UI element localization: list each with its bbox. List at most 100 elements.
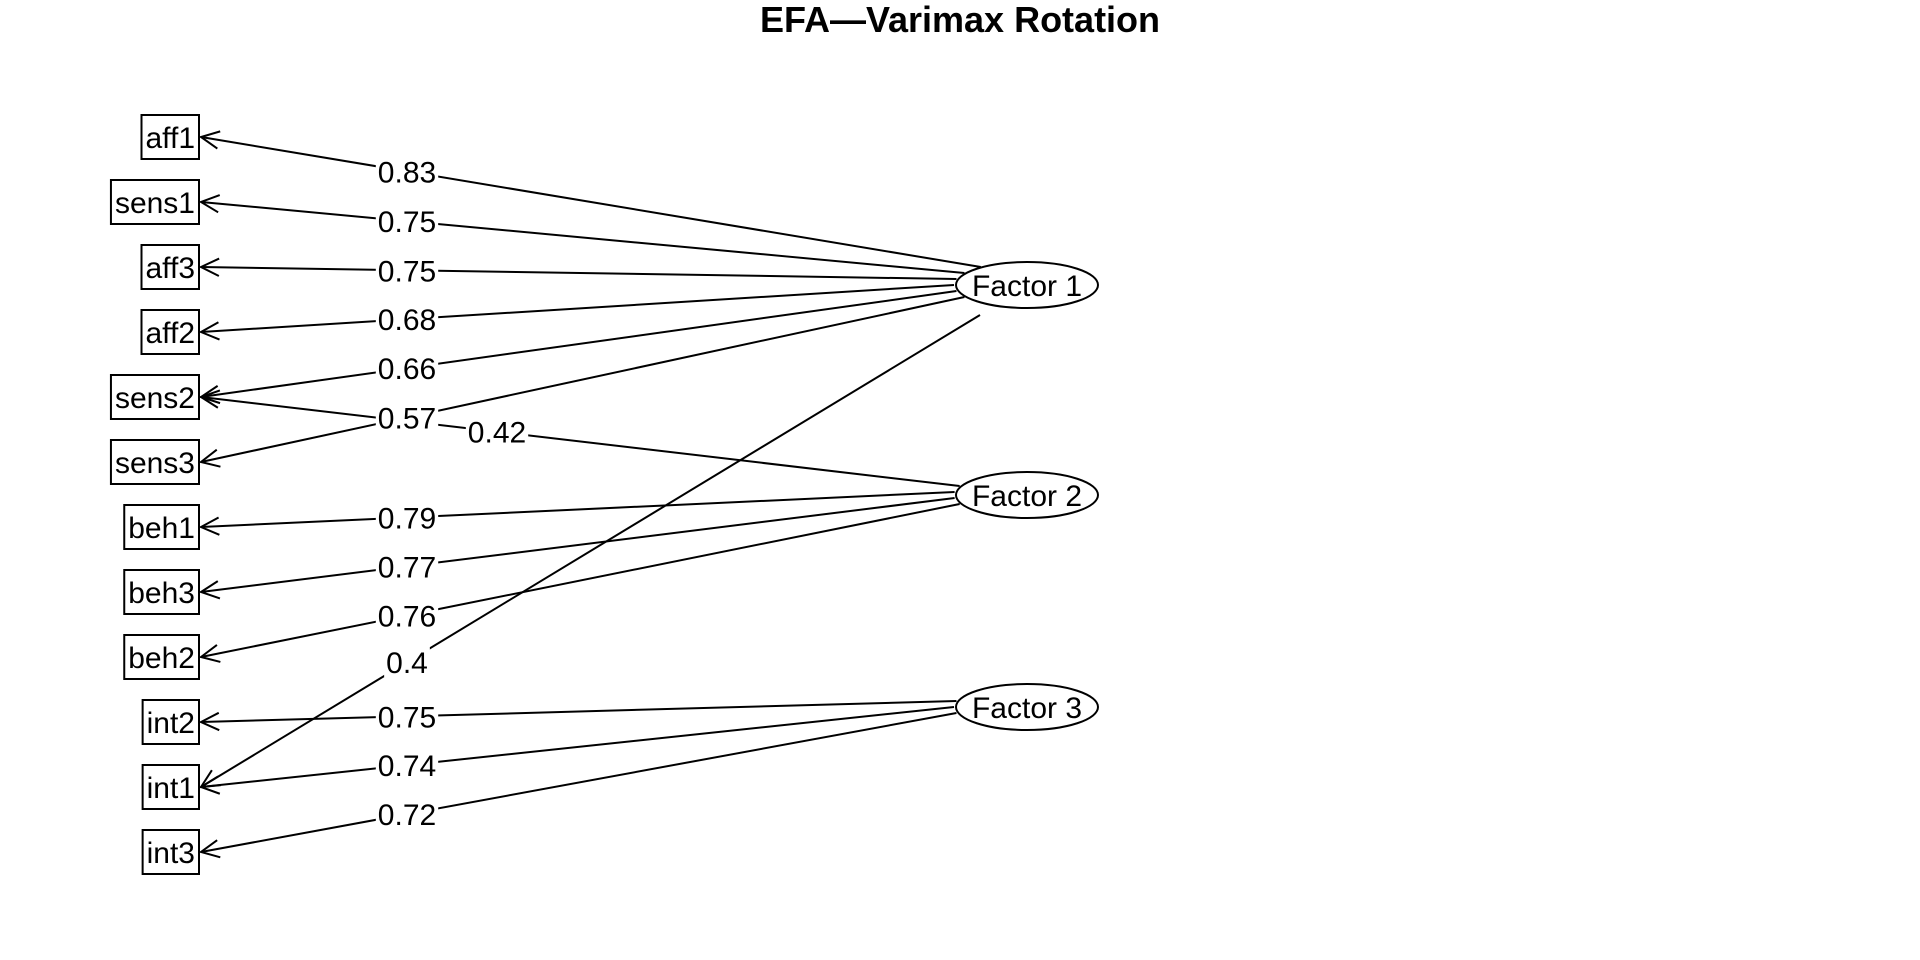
loading-label: 0.75 [378,206,436,239]
loading-label: 0.83 [378,156,436,189]
arrowhead-icon [198,389,221,409]
arrowhead-icon [198,321,220,341]
loading-label-background [465,416,529,447]
variable-label: sens1 [115,187,195,220]
variable-box [141,699,200,745]
variable-box [123,569,200,615]
factor-label: Factor 3 [972,692,1082,725]
loading-label-group: 0.83 [375,156,439,189]
loading-label: 0.75 [378,255,436,288]
variable-node-sens3: sens3 [109,439,200,485]
loading-edge-3-int1 [198,706,955,795]
loading-edges [198,130,981,859]
edge-line [200,314,981,788]
arrowhead-icon [198,775,221,795]
variable-label: aff3 [146,252,196,285]
loading-label: 0.68 [378,304,436,337]
variable-node-sens2: sens2 [109,374,200,420]
loading-label-background [375,600,439,631]
variable-node-int2: int2 [141,699,200,745]
loading-label-background [375,502,439,533]
edge-line [200,700,957,723]
variable-label: aff1 [146,122,196,155]
edge-line [200,136,981,268]
variable-label: int2 [147,707,195,740]
loading-edge-1-aff3 [198,257,957,280]
loading-label-background [375,701,439,732]
variable-node-int1: int1 [141,764,200,810]
edge-line [200,296,965,463]
factor-node-3: Factor 3 [955,683,1099,731]
observed-variables: aff1 sens1 aff3 aff2 sens2 sens3 beh1 beh3 beh2 i… [109,114,200,875]
variable-label: int1 [147,772,195,805]
arrowhead-icon [198,839,221,859]
variable-box [123,634,200,680]
loading-label-group: 0.68 [375,304,439,337]
loading-label-group: 0.75 [375,206,439,239]
factor-ellipse [955,471,1099,519]
loading-edge-1-aff2 [198,284,955,341]
edge-line [200,284,955,333]
variable-box [109,179,200,225]
loading-label: 0.42 [468,417,526,450]
variable-node-sens1: sens1 [109,179,200,225]
loading-label: 0.72 [378,799,436,832]
edge-line [200,706,955,788]
loading-label-background [375,551,439,582]
edge-line [200,503,960,658]
edge-line [200,266,957,280]
loading-label-group: 0.75 [375,701,439,734]
loading-label-group: 0.42 [465,416,529,450]
variable-node-beh1: beh1 [123,504,200,550]
loading-edge-2-beh2 [198,503,960,663]
loading-label-group: 0.77 [375,551,439,584]
variable-label: int3 [147,837,195,870]
variable-box [123,504,200,550]
variable-node-aff3: aff3 [140,244,200,290]
loading-label-background [375,206,439,237]
arrowhead-icon [198,711,220,732]
loading-edge-2-beh1 [198,491,955,536]
arrowhead-icon [198,580,221,600]
factor-label: Factor 2 [972,480,1082,513]
loading-label-background [375,750,439,781]
variable-label: aff2 [146,317,196,350]
loading-label: 0.76 [378,600,436,633]
loading-edge-2-sens2 [198,389,960,487]
variable-node-beh3: beh3 [123,569,200,615]
loading-edge-2-beh3 [198,497,955,600]
loading-label: 0.74 [378,750,436,783]
loading-label-background [375,353,439,384]
edge-line [200,201,965,274]
edge-line [200,712,957,853]
loading-label: 0.79 [378,502,436,535]
loading-label-group: 0.57 [375,402,439,435]
factor-ellipse [955,683,1099,731]
loading-label-group: 0.79 [375,502,439,535]
variable-box [140,309,200,355]
factor-node-1: Factor 1 [955,261,1099,309]
loading-label-group: 0.76 [375,600,439,633]
variable-label: sens3 [115,447,195,480]
variable-label: sens2 [115,382,195,415]
edge-line [200,491,955,528]
loading-label-group: 0.4 [384,647,430,680]
variable-node-beh2: beh2 [123,634,200,680]
arrowhead-icon [198,516,220,536]
loading-label-group: 0.75 [375,255,439,288]
variable-label: beh1 [128,512,195,545]
variable-node-aff1: aff1 [140,114,200,160]
loading-label-background [384,647,430,678]
loading-edge-1-aff1 [198,130,981,268]
arrowhead-icon [198,448,221,468]
variable-box [109,439,200,485]
variable-label: beh2 [128,642,195,675]
loading-label: 0.4 [386,647,428,680]
loading-label-background [375,799,439,830]
loading-label: 0.77 [378,551,436,584]
loading-edge-1-sens1 [198,194,965,274]
factor-ellipse [955,261,1099,309]
loading-edge-3-int3 [198,712,957,859]
variable-node-aff2: aff2 [140,309,200,355]
